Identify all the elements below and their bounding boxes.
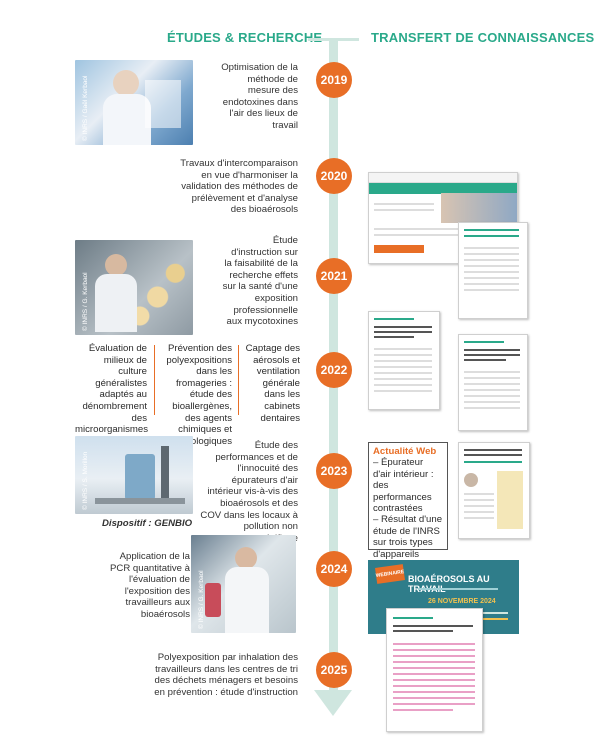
year-2022: 2022 <box>316 352 352 388</box>
news-web-2023[interactable]: Actualité Web – Épurateur d'air intérieu… <box>368 442 448 560</box>
photo-lab-2019: © INRS / Gaël Kerbaol <box>75 60 193 145</box>
photo-credit: © INRS / S. Morillon <box>82 451 89 510</box>
news-item: – Résultat d'une étude de l'INRS sur tro… <box>373 514 443 560</box>
doc-article-2020[interactable] <box>458 222 528 319</box>
text-2021: Étude d'instruction sur la faisabilité d… <box>222 235 298 328</box>
photo-credit: © INRS / G. Kerbaol <box>198 570 205 629</box>
year-2020: 2020 <box>316 158 352 194</box>
year-2023: 2023 <box>316 453 352 489</box>
year-2021: 2021 <box>316 258 352 294</box>
doc-article-2022-1[interactable] <box>368 311 440 410</box>
text-2022-dentaires: Captage des aérosols et ventilation géné… <box>245 343 300 424</box>
year-2024: 2024 <box>316 551 352 587</box>
caption-genbio: Dispositif : GENBIO <box>102 518 193 529</box>
text-2024: Application de la PCR quantitative à l'é… <box>110 551 190 620</box>
photo-credit: © INRS / G. Kerbaol <box>82 272 89 331</box>
timeline-top <box>308 38 359 41</box>
photo-pcr-2024: © INRS / G. Kerbaol <box>191 535 296 633</box>
text-2019: Optimisation de la méthode de mesure des… <box>221 62 298 131</box>
badge-webinaire: WEBINAIRE <box>375 564 405 584</box>
photo-mycotoxines-2021: © INRS / G. Kerbaol <box>75 240 193 335</box>
photo-credit: © INRS / Gaël Kerbaol <box>82 75 89 141</box>
year-2025: 2025 <box>316 652 352 688</box>
photo-genbio-2023: © INRS / S. Morillon <box>75 436 193 514</box>
year-2019: 2019 <box>316 62 352 98</box>
banner-date: 26 NOVEMBRE 2024 <box>428 598 496 605</box>
timeline-arrowhead <box>314 690 352 716</box>
doc-article-2023[interactable] <box>458 442 530 539</box>
doc-web-2020[interactable] <box>368 172 518 264</box>
doc-article-2025[interactable] <box>386 608 483 732</box>
doc-article-2022-2[interactable] <box>458 334 528 431</box>
text-2020: Travaux d'intercomparaison en vue d'harm… <box>180 158 298 216</box>
text-2025: Polyexposition par inhalation des travai… <box>154 652 298 698</box>
text-2023: Étude des performances et de l'innocuité… <box>200 440 298 544</box>
separator <box>238 345 239 415</box>
header-etudes-recherche: ÉTUDES & RECHERCHE <box>167 30 323 45</box>
news-item: – Épurateur d'air intérieur : des perfor… <box>373 457 434 515</box>
news-title: Actualité Web <box>373 446 437 457</box>
banner-title: BIOAÉROSOLS AU TRAVAIL <box>408 574 490 594</box>
separator <box>154 345 155 415</box>
header-transfert-connaissances: TRANSFERT DE CONNAISSANCES <box>371 30 595 45</box>
text-2022-fromageries: Prévention des polyexpositions dans les … <box>166 343 232 447</box>
